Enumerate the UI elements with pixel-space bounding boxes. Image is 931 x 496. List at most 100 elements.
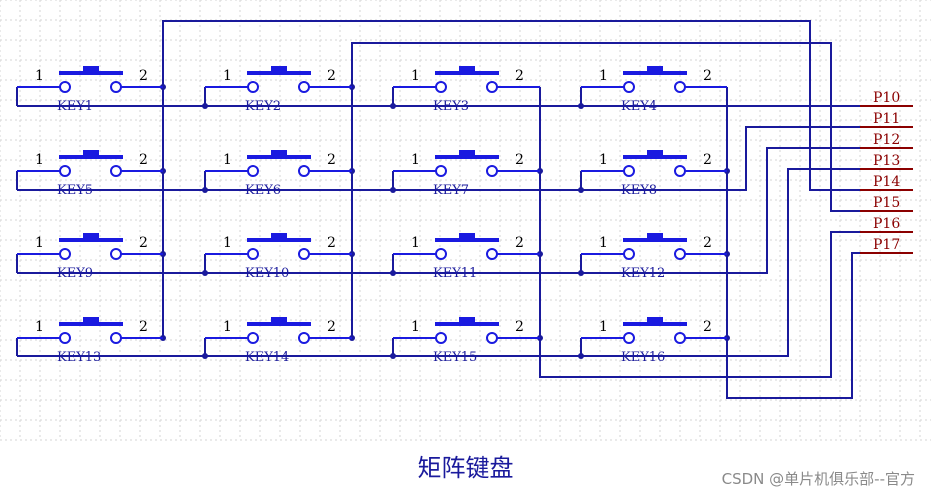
pin-number-2: 2 <box>139 152 148 168</box>
pin-number-2: 2 <box>515 235 524 251</box>
pin-number-2: 2 <box>139 319 148 335</box>
switch-contact <box>623 332 635 344</box>
pin-number-2: 2 <box>703 235 712 251</box>
pin-number-2: 2 <box>327 68 336 84</box>
switch-actuator-bar <box>247 155 311 159</box>
key-label: KEY8 <box>621 183 657 198</box>
switch-contact <box>59 332 71 344</box>
switch-actuator-bar <box>247 71 311 75</box>
pin-number-1: 1 <box>35 235 44 251</box>
pin-number-1: 1 <box>599 68 608 84</box>
switch-contact <box>623 165 635 177</box>
switch-contact <box>110 332 122 344</box>
switch-actuator-bar <box>623 322 687 326</box>
switch-contact <box>298 332 310 344</box>
switch-contact <box>486 332 498 344</box>
port-label: P17 <box>873 237 900 253</box>
switch-actuator-bar <box>435 238 499 242</box>
key-label: KEY1 <box>57 99 93 114</box>
pin-number-2: 2 <box>327 152 336 168</box>
switch-actuator-knob <box>459 317 475 323</box>
port-label: P11 <box>873 111 900 127</box>
switch-contact <box>247 332 259 344</box>
switch-contact <box>110 248 122 260</box>
switch-actuator-knob <box>459 233 475 239</box>
switch-contact <box>247 248 259 260</box>
switch-contact <box>486 81 498 93</box>
pin-number-2: 2 <box>139 68 148 84</box>
switch-contact <box>486 248 498 260</box>
key-label: KEY16 <box>621 350 665 365</box>
pin-number-1: 1 <box>599 319 608 335</box>
key-label: KEY13 <box>57 350 101 365</box>
switch-contact <box>674 165 686 177</box>
pin-number-2: 2 <box>703 68 712 84</box>
wiring <box>16 20 913 399</box>
switch-actuator-knob <box>271 233 287 239</box>
key-label: KEY4 <box>621 99 657 114</box>
switch-actuator-bar <box>59 322 123 326</box>
switch-actuator-bar <box>435 71 499 75</box>
switch-actuator-bar <box>435 322 499 326</box>
switch-actuator-knob <box>647 66 663 72</box>
switch-actuator-bar <box>247 322 311 326</box>
switch-contact <box>110 165 122 177</box>
switch-contact <box>674 332 686 344</box>
pin-number-1: 1 <box>411 235 420 251</box>
key-label: KEY5 <box>57 183 93 198</box>
switch-contact <box>674 81 686 93</box>
switch-contact <box>623 248 635 260</box>
key-label: KEY3 <box>433 99 469 114</box>
switch-contact <box>435 81 447 93</box>
watermark: CSDN @单片机俱乐部--官方 <box>721 470 915 488</box>
switch-contact <box>59 81 71 93</box>
diagram-caption: 矩阵键盘 <box>417 454 514 482</box>
switch-actuator-bar <box>247 238 311 242</box>
key-label: KEY7 <box>433 183 469 198</box>
switch-actuator-knob <box>271 66 287 72</box>
switch-contact <box>247 165 259 177</box>
port-label: P12 <box>873 132 900 148</box>
pin-number-1: 1 <box>411 319 420 335</box>
column-route-1 <box>162 20 913 191</box>
switch-actuator-knob <box>271 150 287 156</box>
port-label: P10 <box>873 90 900 106</box>
background-grid <box>0 0 931 441</box>
row-bus-2 <box>17 126 913 191</box>
switch-contact <box>110 81 122 93</box>
switch-contact <box>623 81 635 93</box>
switch-actuator-knob <box>647 317 663 323</box>
switch-actuator-knob <box>647 233 663 239</box>
switch-actuator-bar <box>59 238 123 242</box>
row-bus-3 <box>17 147 913 274</box>
key-label: KEY9 <box>57 266 93 281</box>
switch-contact <box>435 332 447 344</box>
pin-number-1: 1 <box>35 152 44 168</box>
pin-number-2: 2 <box>515 152 524 168</box>
key-label: KEY15 <box>433 350 477 365</box>
pin-number-1: 1 <box>223 68 232 84</box>
switch-actuator-knob <box>459 66 475 72</box>
switch-contact <box>674 248 686 260</box>
switch-actuator-bar <box>623 71 687 75</box>
pin-number-1: 1 <box>599 235 608 251</box>
pin-number-2: 2 <box>139 235 148 251</box>
switch-actuator-bar <box>59 155 123 159</box>
switch-actuator-knob <box>83 317 99 323</box>
pin-number-1: 1 <box>599 152 608 168</box>
pin-number-1: 1 <box>35 68 44 84</box>
